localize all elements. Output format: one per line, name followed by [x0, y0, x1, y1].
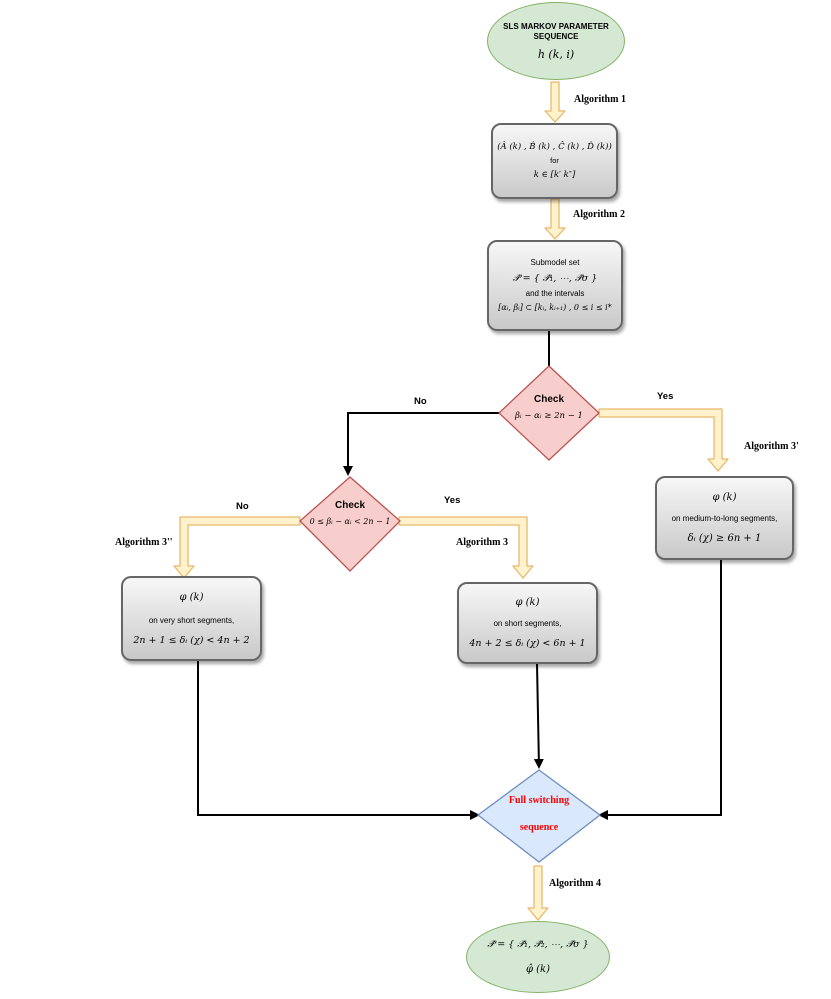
- medium-long-segments-box: φ (k) on medium-to-long segments, δᵢ (χ)…: [655, 476, 794, 560]
- full-switching-diamond: [476, 769, 602, 863]
- arrow-algorithm-3prime: [598, 408, 729, 472]
- start-oval: SLS MARKOV PARAMETER SEQUENCE h (k, i): [487, 2, 625, 80]
- label-algorithm-3prime: Algorithm 3': [744, 441, 799, 452]
- alg3pp-cond: 2n + 1 ≤ δᵢ (χ) < 4n + 2: [133, 634, 250, 646]
- check1-title: Check: [533, 394, 564, 405]
- label-algorithm-3: Algorithm 3: [456, 537, 508, 548]
- alg3p-cond: δᵢ (χ) ≥ 6n + 1: [687, 533, 762, 544]
- label-algorithm-2: Algorithm 2: [573, 209, 625, 220]
- intervals-formula: [αᵢ, βᵢ] ⊂ [kᵢ, kᵢ₊₁) , 0 ≤ i ≤ i*: [498, 303, 612, 312]
- alg3p-desc: on medium-to-long segments,: [671, 514, 778, 523]
- arrow-algorithm-4: [527, 865, 549, 921]
- submodel-set: 𝒫̂ = { 𝒫̂₁, ⋯, 𝒫̂σ }: [512, 273, 598, 284]
- arrow-algorithm-3dblprime: [173, 516, 301, 579]
- check2-yes-label: Yes: [444, 495, 461, 506]
- alg3-phi: φ (k): [515, 597, 540, 608]
- arrow-check1-no: [343, 412, 499, 476]
- intervals-text: and the intervals: [525, 289, 585, 298]
- check2-no-label: No: [236, 501, 249, 512]
- very-short-segments-box: φ (k) on very short segments, 2n + 1 ≤ δ…: [121, 576, 262, 661]
- end-set: 𝒫̂ = { 𝒫̂₁, 𝒫̂₂, ⋯, 𝒫̂σ }: [487, 939, 589, 950]
- alg3p-phi: φ (k): [712, 492, 737, 503]
- alg3pp-desc: on very short segments,: [148, 615, 235, 625]
- start-title: SLS MARKOV PARAMETER SEQUENCE: [503, 21, 609, 41]
- check1-yes-label: Yes: [657, 391, 674, 402]
- full-switching-text: Full switching sequence: [478, 795, 600, 833]
- arrow-algorithm-3: [398, 516, 534, 579]
- submodel-title: Submodel set: [530, 258, 580, 267]
- label-algorithm-1: Algorithm 1: [574, 94, 626, 105]
- estimated-matrices-formula: (Â (k) , B̂ (k) , Ĉ (k) , D̂ (k)): [497, 142, 612, 152]
- arrow-algorithm-1: [544, 81, 566, 123]
- check1-no-label: No: [414, 396, 427, 407]
- full-line2: sequence: [519, 822, 559, 833]
- arrow-algorithm-2: [544, 198, 566, 240]
- alg3-desc: on short segments,: [493, 619, 562, 628]
- check1-condition: βᵢ − αᵢ ≥ 2n − 1: [515, 411, 583, 421]
- label-algorithm-3dblprime: Algorithm 3'': [115, 537, 173, 548]
- for-text: for: [550, 156, 559, 165]
- arrow-3-to-full: [533, 663, 544, 769]
- label-algorithm-4: Algorithm 4: [549, 878, 601, 889]
- k-range: k ∈ [k′ k″]: [533, 170, 576, 180]
- end-oval: 𝒫̂ = { 𝒫̂₁, 𝒫̂₂, ⋯, 𝒫̂σ } φ̂ (k): [466, 921, 610, 993]
- arrow-3pp-to-full: [197, 661, 480, 820]
- submodel-set-box: Submodel set 𝒫̂ = { 𝒫̂₁, ⋯, 𝒫̂σ } and th…: [487, 240, 623, 331]
- check2-title: Check: [334, 500, 365, 511]
- alg3pp-phi: φ (k): [179, 591, 204, 603]
- check1-diamond: [498, 365, 600, 461]
- end-phi: φ̂ (k): [525, 964, 551, 975]
- alg3-cond: 4n + 2 ≤ δᵢ (χ) < 6n + 1: [469, 638, 586, 649]
- check2-diamond: [299, 476, 401, 572]
- check2-condition: 0 ≤ βᵢ − αᵢ < 2n − 1: [309, 517, 391, 526]
- start-formula: h (k, i): [537, 47, 575, 61]
- short-segments-box: φ (k) on short segments, 4n + 2 ≤ δᵢ (χ)…: [457, 582, 598, 664]
- full-line1: Full switching: [508, 795, 570, 806]
- arrow-3p-to-full: [598, 560, 722, 820]
- estimated-matrices-box: (Â (k) , B̂ (k) , Ĉ (k) , D̂ (k)) for k …: [491, 123, 618, 199]
- check1-text: Check βᵢ − αᵢ ≥ 2n − 1: [499, 394, 599, 421]
- check2-text: Check 0 ≤ βᵢ − αᵢ < 2n − 1: [296, 500, 404, 526]
